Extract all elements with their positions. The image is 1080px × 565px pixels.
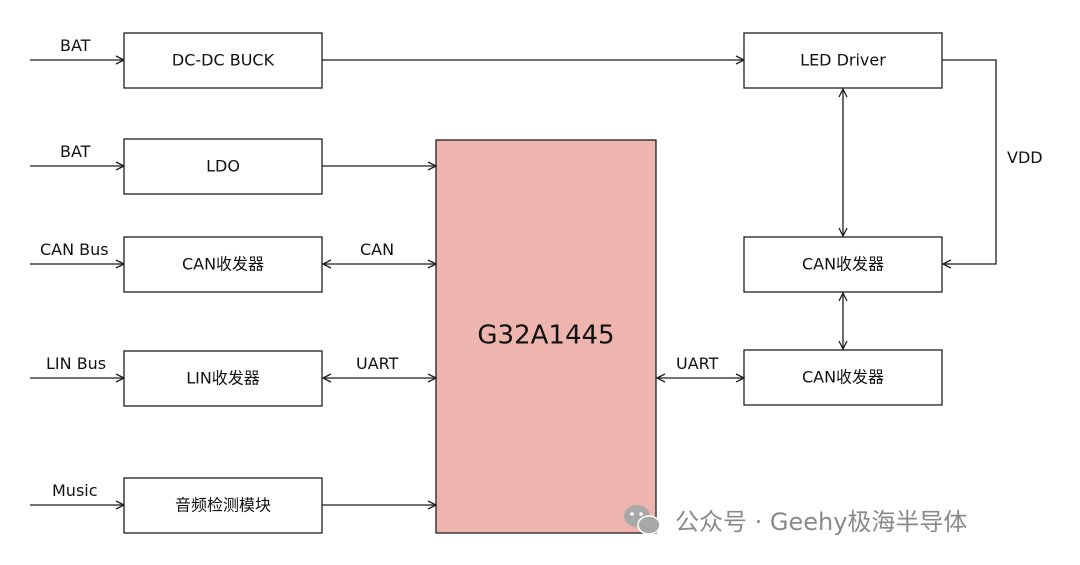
uart-left-link-label: UART — [356, 354, 399, 373]
can-transceiver-right-2-block — [743, 349, 943, 406]
vdd-line — [942, 59, 997, 264]
ldo-block — [123, 138, 323, 195]
audio-detect-block — [123, 477, 323, 534]
mcu-label: G32A1445 — [477, 321, 614, 351]
mcu-block — [435, 139, 657, 534]
audio-detect-label: 音频检测模块 — [175, 496, 271, 515]
watermark-text: 公众号 · Geehy极海半导体 — [675, 508, 967, 536]
wechat-icon — [624, 505, 661, 535]
led-driver-label: LED Driver — [800, 51, 886, 70]
bat1-label: BAT — [60, 36, 91, 55]
can-transceiver-right-1-label: CAN收发器 — [802, 255, 884, 274]
can-transceiver-right-1-block — [743, 236, 943, 293]
bat2-label: BAT — [60, 142, 91, 161]
lin-bus-label: LIN Bus — [46, 354, 106, 373]
music-label: Music — [52, 481, 98, 500]
can-bus-label: CAN Bus — [40, 240, 109, 259]
vdd-label: VDD — [1007, 148, 1043, 167]
ldo-label: LDO — [206, 157, 240, 176]
dcdc-block — [123, 32, 323, 89]
dcdc-label: DC-DC BUCK — [172, 51, 275, 70]
can-transceiver-left-label: CAN收发器 — [182, 255, 264, 274]
lin-transceiver-block — [123, 350, 323, 407]
can-link-label: CAN — [360, 240, 394, 259]
lin-transceiver-label: LIN收发器 — [186, 369, 260, 388]
led-driver-block — [743, 32, 943, 89]
can-transceiver-right-2-label: CAN收发器 — [802, 368, 884, 387]
can-transceiver-left-block — [123, 236, 323, 293]
uart-right-link-label: UART — [676, 354, 719, 373]
